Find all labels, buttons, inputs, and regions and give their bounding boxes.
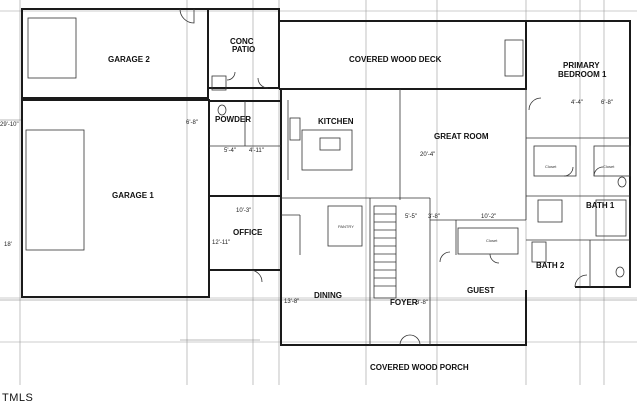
label-conc-patio-1: CONC	[230, 37, 254, 46]
dim-hall-b: 3'-8"	[428, 214, 440, 220]
label-powder: POWDER	[215, 115, 251, 124]
label-office: OFFICE	[233, 228, 263, 237]
fireplace	[504, 39, 524, 77]
label-bath-1: BATH 1	[586, 201, 615, 210]
dim-dining: 13'-8"	[284, 299, 299, 305]
label-conc-patio-2: PATIO	[232, 45, 255, 54]
label-primary-bedroom-2: BEDROOM 1	[558, 70, 607, 79]
toilet-bath1	[617, 176, 627, 188]
dim-bath1-w2: 6'-8"	[601, 100, 613, 106]
label-closet-b: Closet	[603, 164, 615, 169]
dim-hall-a: 5'-5"	[405, 214, 417, 220]
door-swings	[179, 8, 604, 346]
dim-laundry-w2: 4'-11"	[249, 148, 264, 154]
label-dining: DINING	[314, 291, 342, 300]
garage1-inner	[25, 129, 85, 251]
fixtures	[25, 17, 627, 278]
toilet-bath2	[615, 266, 625, 278]
label-closet-a: Closet	[545, 164, 557, 169]
garage2-inner	[27, 17, 77, 79]
label-great-room: GREAT ROOM	[434, 132, 489, 141]
dim-bath1-w: 4'-4"	[571, 100, 583, 106]
dim-left-a: 29'-10"	[0, 122, 19, 128]
interior-walls	[209, 89, 631, 345]
toilet-powder	[217, 104, 227, 116]
label-covered-deck: COVERED WOOD DECK	[349, 55, 442, 64]
water-heater	[211, 75, 227, 91]
dim-great-room: 20'-4"	[420, 152, 435, 158]
dim-foyer: 3'-8"	[416, 300, 428, 306]
label-closet-guest: Closet	[486, 238, 498, 243]
label-covered-porch: COVERED WOOD PORCH	[370, 363, 469, 372]
dimension-labels: 20'-4" 10'-3" 12'-11" 13'-8" 3'-8" 6'-8"…	[0, 100, 613, 306]
dim-guest-w: 10'-2"	[481, 214, 496, 220]
dim-laundry-w: 5'-4"	[224, 148, 236, 154]
dim-left-b: 18'	[4, 242, 12, 248]
label-bath-2: BATH 2	[536, 261, 565, 270]
staircase	[373, 205, 397, 299]
vanity	[531, 241, 547, 263]
dim-powder: 6'-8"	[186, 120, 198, 126]
tub	[595, 199, 627, 237]
label-pantry: PANTRY	[338, 224, 354, 229]
dim-office: 10'-3"	[236, 208, 251, 214]
label-primary-bedroom-1: PRIMARY	[563, 61, 600, 70]
grid-lines	[0, 0, 637, 385]
label-garage-1: GARAGE 1	[112, 191, 154, 200]
shower	[537, 199, 563, 223]
dim-office-depth: 12'-11"	[212, 240, 230, 246]
label-garage-2: GARAGE 2	[108, 55, 150, 64]
label-guest: GUEST	[467, 286, 495, 295]
stove	[289, 117, 301, 141]
room-labels: GARAGE 2 GARAGE 1 CONC PATIO COVERED WOO…	[108, 37, 615, 372]
label-kitchen: KITCHEN	[318, 117, 354, 126]
watermark: TMLS	[2, 392, 34, 404]
sink-island	[319, 137, 341, 151]
label-foyer: FOYER	[390, 298, 418, 307]
